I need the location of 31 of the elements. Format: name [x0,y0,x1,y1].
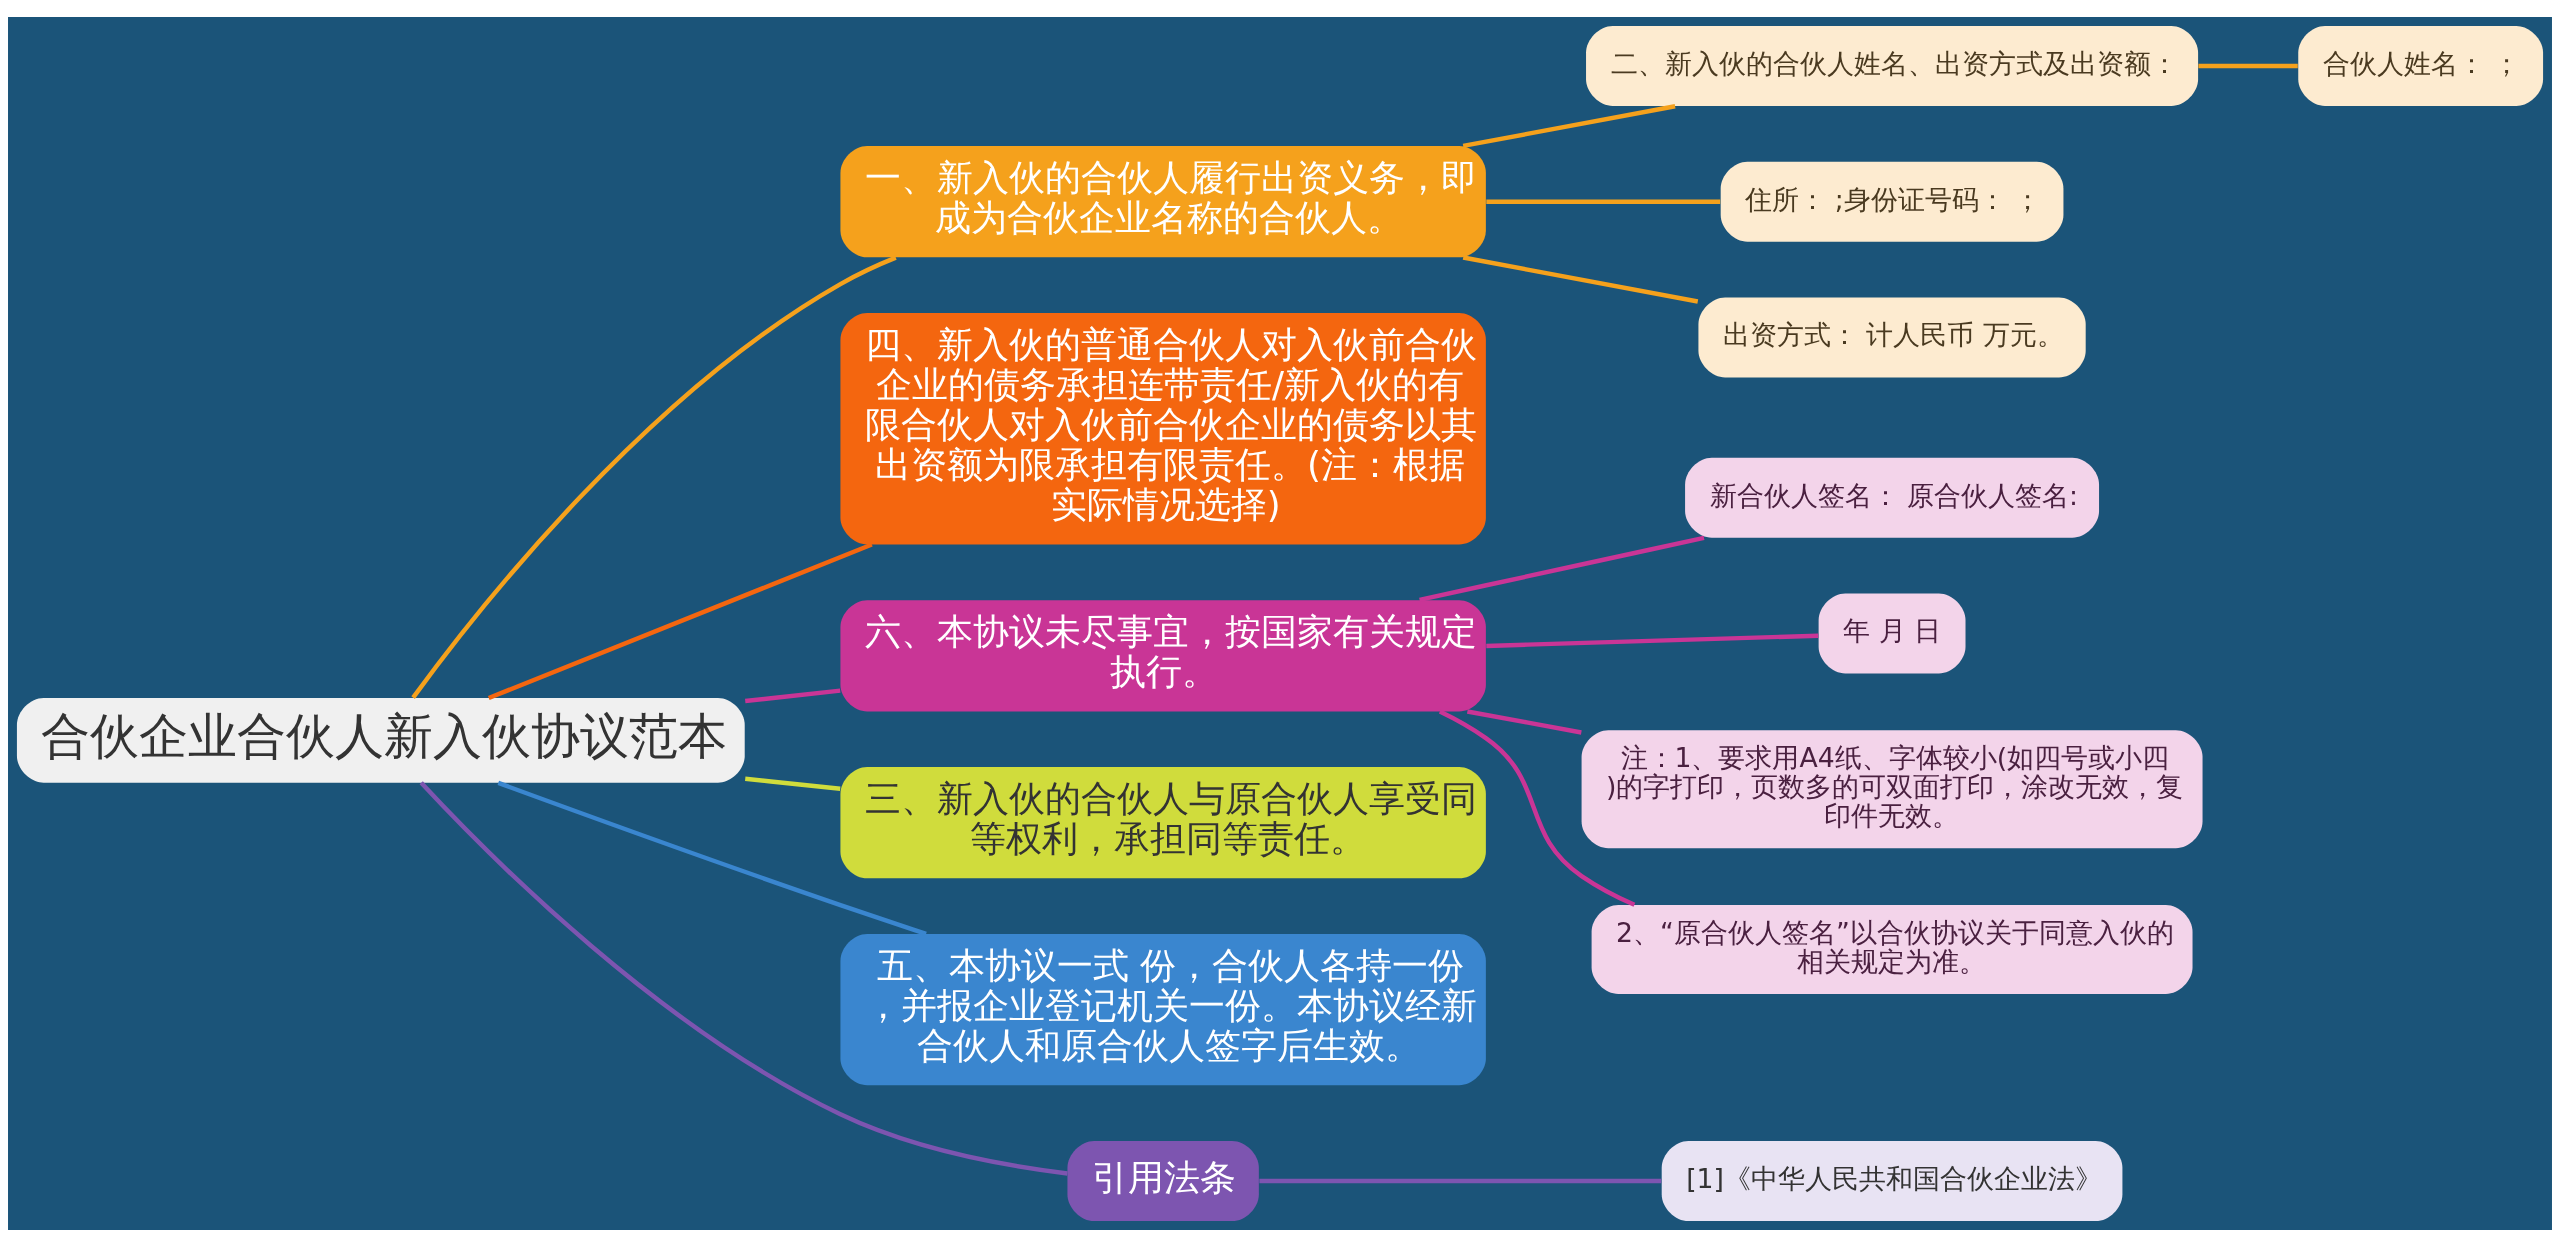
node-box: 合伙人姓名： ； [2298,25,2544,107]
connector [745,776,841,791]
connector [2198,63,2298,69]
node-box: 出资方式： 计人民币 万元。 [1698,297,2086,378]
node-box: 引用法条 [1067,1140,1259,1222]
connector [1462,104,1676,149]
connector [487,542,873,701]
connector [1486,199,1721,204]
node-box: 注：1、要求用A4纸、字体较小(如四号或小四)的字打印，页数多的可双面打印，涂改无效，复印件无效。 [1581,730,2203,849]
node-box: 六、本协议未尽事宜，按国家有关规定执行。 [840,600,1486,712]
node-box: 2、“原合伙人签名”以合伙协议关于同意入伙的相关规定为准。 [1591,905,2193,995]
node-box: 新合伙人签名： 原合伙人签名: [1685,457,2100,538]
node-box: 年 月 日 [1818,593,1966,674]
node-box: 一、新入伙的合伙人履行出资义务，即成为合伙企业名称的合伙人。 [840,146,1486,258]
node-box: [1]《中华人民共和国合伙企业法》 [1661,1140,2123,1222]
connector [497,780,927,937]
connector [411,255,897,699]
connector [1462,255,1699,304]
node-box: 三、新入伙的合伙人与原合伙人享受同等权利，承担同等责任。 [840,767,1486,879]
connector [745,688,841,704]
node-box: 二、新入伙的合伙人姓名、出资方式及出资额： [1586,25,2199,107]
node-box: 五、本协议一式 份，合伙人各持一份，并报企业登记机关一份。本协议经新合伙人和原合伙人签字后生效。 [840,934,1486,1086]
connector [1438,709,1636,907]
connector [1466,709,1582,735]
connector [419,781,1068,1176]
connector [1259,1178,1662,1184]
node-box: 四、新入伙的普通合伙人对入伙前合伙企业的债务承担连带责任/新入伙的有限合伙人对入伙前合伙企业的债务以其出资额为限承担有限责任。(注：根据实际情况选择) [840,313,1486,545]
node-box: 住所： ;身份证号码： ； [1720,161,2064,242]
connector [1419,535,1705,603]
node-box: 合伙企业合伙人新入伙协议范本 [16,698,745,783]
connector [1486,633,1819,649]
